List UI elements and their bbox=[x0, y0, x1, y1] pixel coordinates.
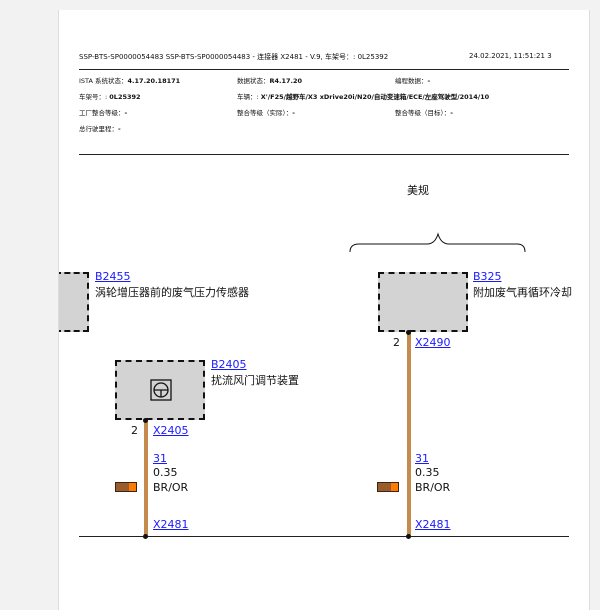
integration-actual: 整合等级（实际）：- bbox=[237, 109, 295, 117]
pin-dot-b2405 bbox=[143, 418, 148, 423]
program-data: 编程数据：- bbox=[395, 77, 431, 85]
wire-b2405 bbox=[144, 420, 148, 536]
flap-actuator-icon bbox=[150, 379, 172, 401]
junction-dot-2 bbox=[406, 534, 411, 539]
wire-size-2: 0.35 bbox=[415, 466, 440, 479]
junction-dot-1 bbox=[143, 534, 148, 539]
wire-color-swatch-2 bbox=[377, 482, 399, 492]
connector-link-x2405[interactable]: X2405 bbox=[153, 424, 189, 437]
wire-size-1: 0.35 bbox=[153, 466, 178, 479]
component-box-b325 bbox=[378, 272, 468, 332]
ista-status: ISTA 系统状态：4.17.20.18171 bbox=[79, 77, 181, 85]
connector-bus-line bbox=[79, 536, 569, 537]
component-name-b2455: 涡轮增压器前的废气压力传感器 bbox=[95, 286, 249, 299]
integration-target: 整合等级（目标）：- bbox=[395, 109, 453, 117]
print-timestamp: 24.02.2021, 11:51:21 3 bbox=[469, 52, 552, 60]
group-label: 美规 bbox=[407, 184, 429, 197]
pin-dot-b325 bbox=[406, 330, 411, 335]
total-mileage: 总行驶里程：- bbox=[79, 125, 121, 133]
wire-number-1[interactable]: 31 bbox=[153, 452, 167, 465]
wire-color-swatch-1 bbox=[115, 482, 137, 492]
connector-link-x2490[interactable]: X2490 bbox=[415, 336, 451, 349]
group-brace-icon bbox=[349, 232, 526, 253]
document-header: SSP-BTS-SP0000054483 SSP-BTS-SP000005448… bbox=[79, 53, 389, 61]
pin-number-b325: 2 bbox=[393, 336, 400, 349]
pin-number-b2405: 2 bbox=[131, 424, 138, 437]
component-name-b2405: 扰流风门调节装置 bbox=[211, 374, 299, 387]
factory-integration: 工厂整合等级：- bbox=[79, 109, 128, 117]
wire-color-2: BR/OR bbox=[415, 481, 451, 494]
component-link-b2455[interactable]: B2455 bbox=[95, 270, 131, 283]
document-page: SSP-BTS-SP0000054483 SSP-BTS-SP000005448… bbox=[58, 10, 590, 610]
component-box-b2405 bbox=[115, 360, 205, 420]
header-rule bbox=[79, 69, 569, 70]
component-box-b2455 bbox=[59, 272, 89, 332]
wire-color-1: BR/OR bbox=[153, 481, 189, 494]
wire-b325 bbox=[407, 332, 411, 536]
wire-number-2[interactable]: 31 bbox=[415, 452, 429, 465]
component-name-b325: 附加废气再循环冷却 bbox=[473, 286, 572, 299]
connector-link-x2481-2[interactable]: X2481 bbox=[415, 518, 451, 531]
vin: 车架号：: 0L25392 bbox=[79, 93, 141, 101]
connector-link-x2481-1[interactable]: X2481 bbox=[153, 518, 189, 531]
component-link-b325[interactable]: B325 bbox=[473, 270, 502, 283]
data-status: 数据状态：R4.17.20 bbox=[237, 77, 303, 85]
vehicle-info: 车辆：: X'/F25/越野车/X3 xDrive20i/N20/自动变速箱/E… bbox=[237, 93, 490, 101]
component-link-b2405[interactable]: B2405 bbox=[211, 358, 247, 371]
meta-rule bbox=[79, 154, 569, 155]
